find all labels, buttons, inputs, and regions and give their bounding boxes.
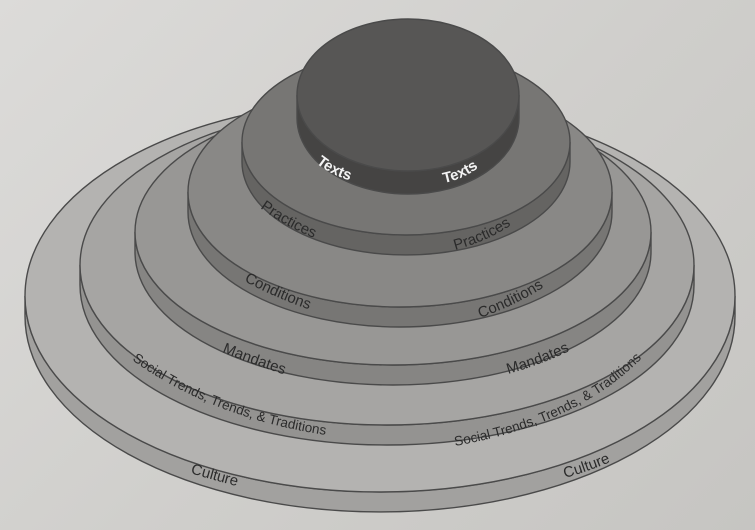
tier-texts: Texts Texts [296, 18, 520, 195]
tier-texts-top [296, 18, 520, 172]
